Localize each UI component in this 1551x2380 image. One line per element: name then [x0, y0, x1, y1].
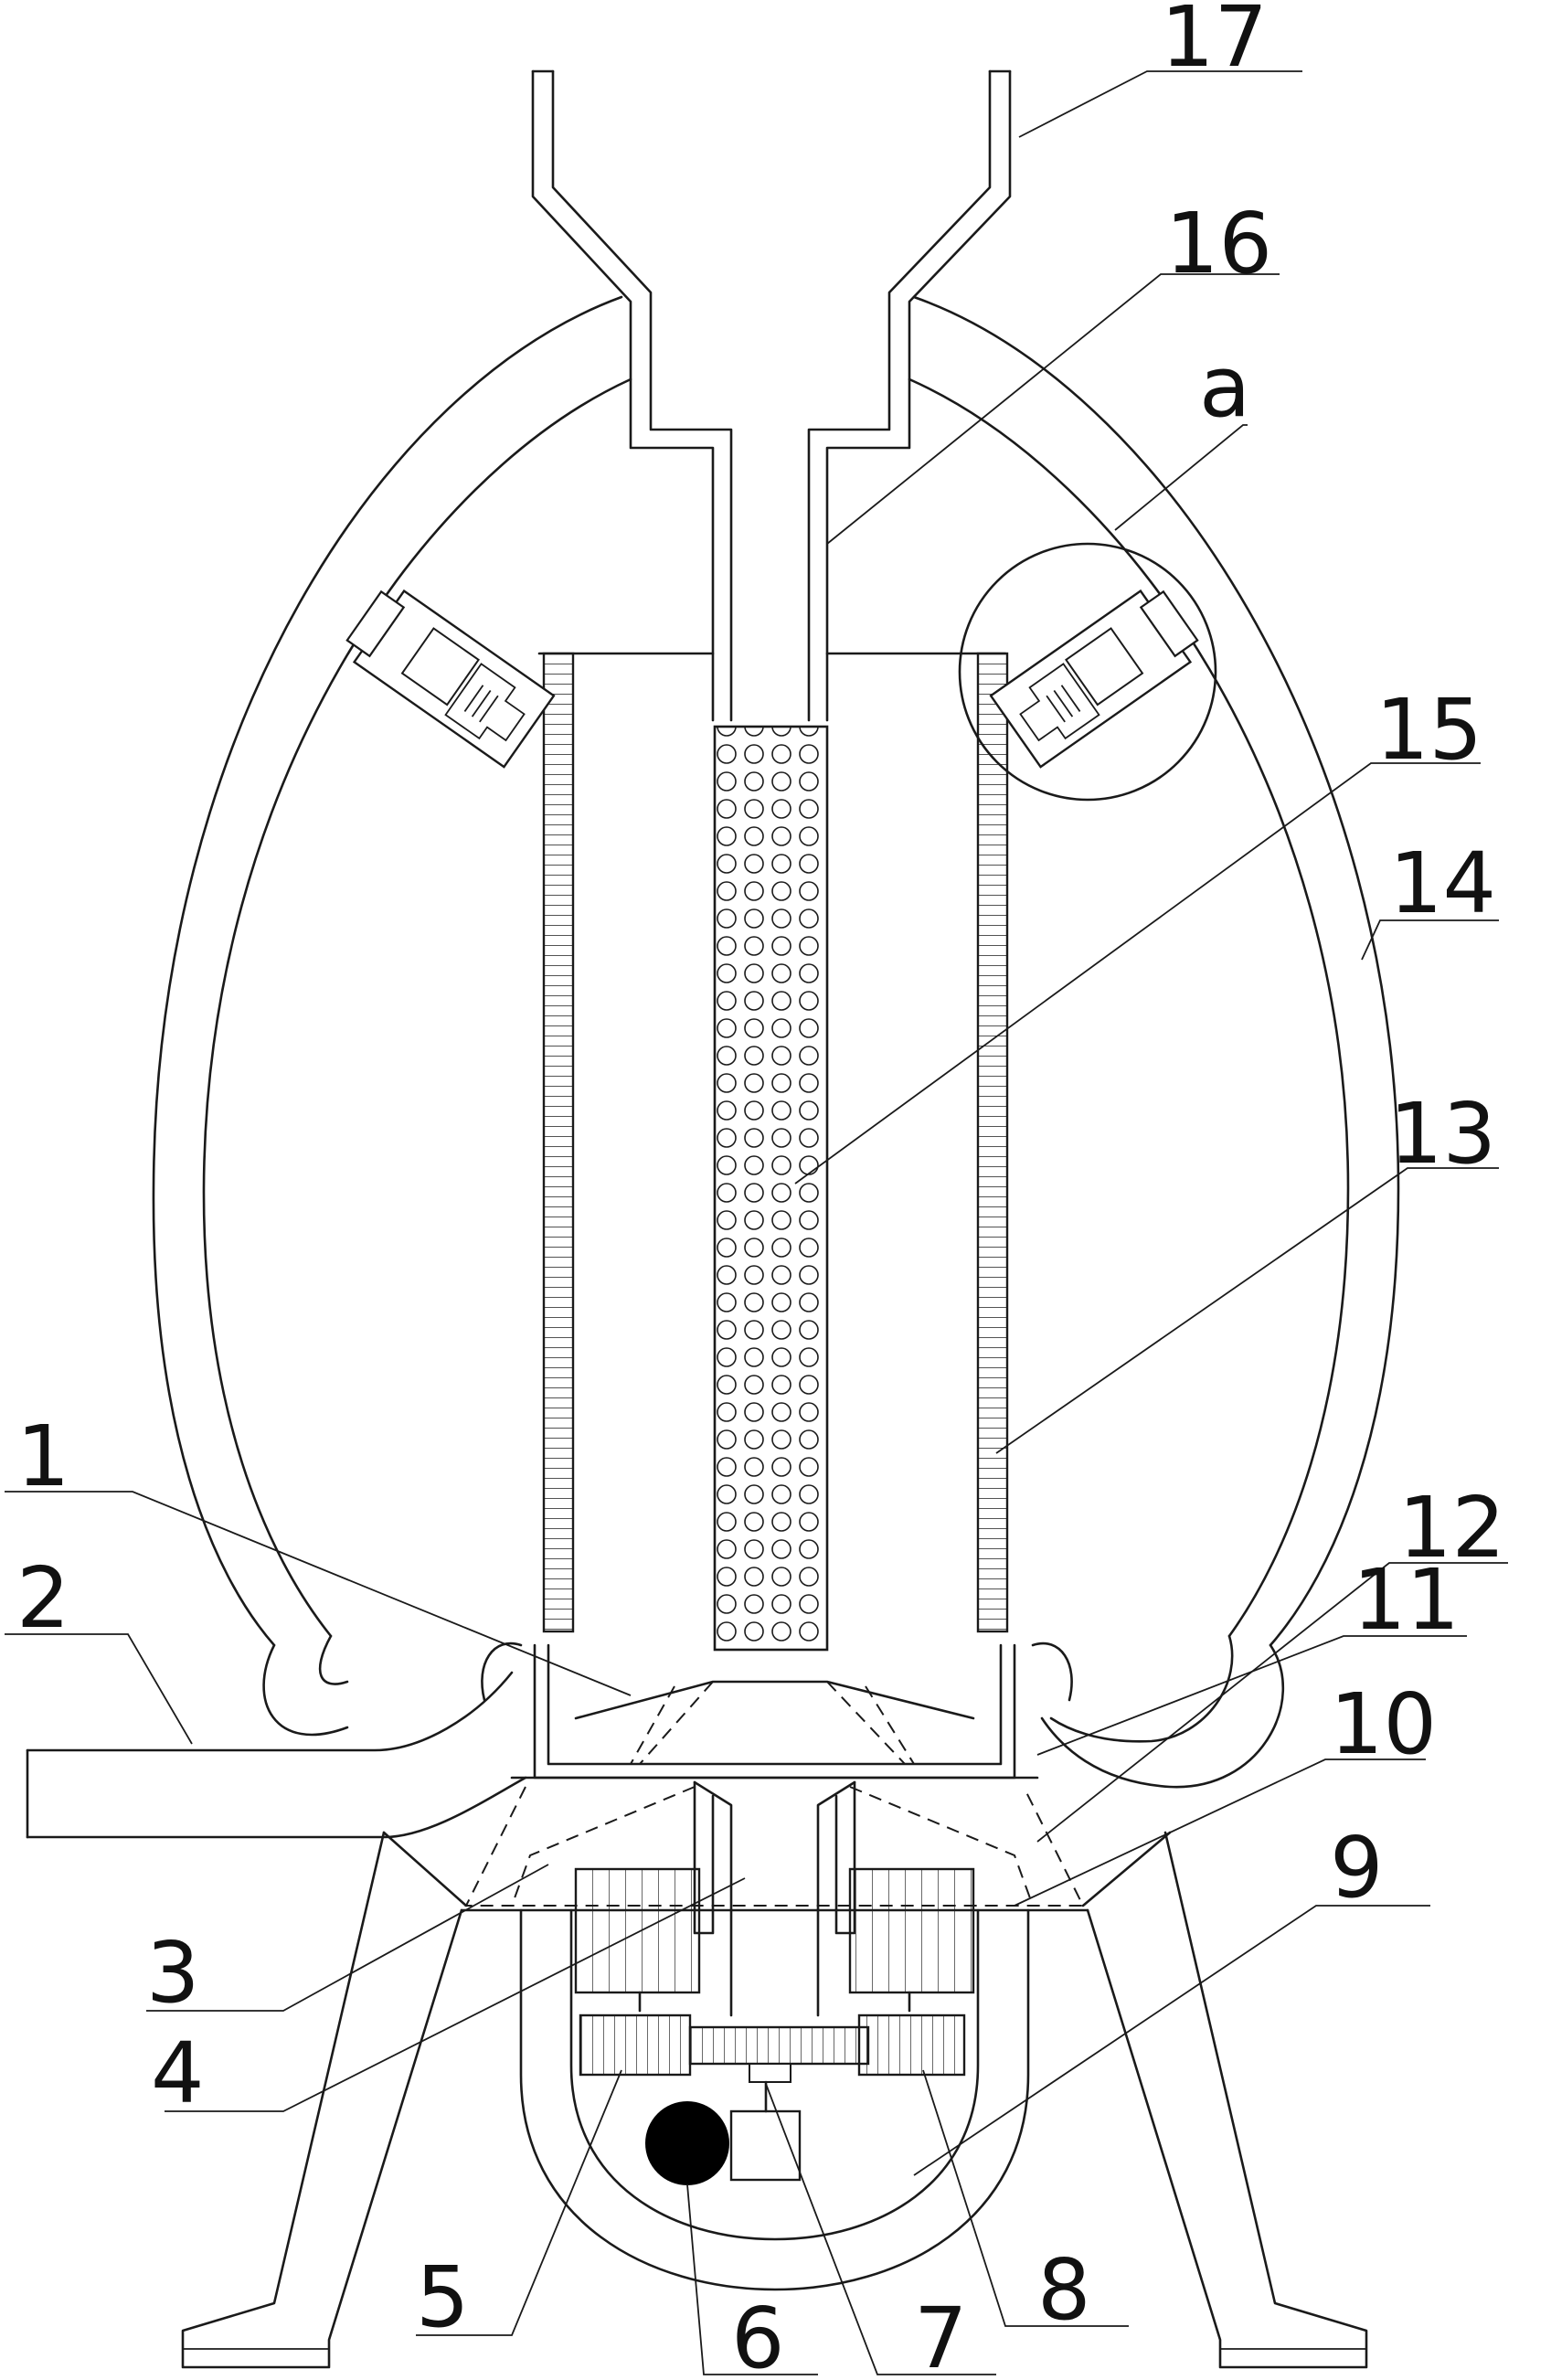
gear-train — [579, 2013, 966, 2185]
label-2: 2 — [16, 1549, 70, 1647]
perforated-tube — [713, 725, 829, 1652]
label-9: 9 — [1330, 1819, 1384, 1917]
ribbed-drum — [542, 652, 1009, 1633]
label-a: a — [1199, 338, 1250, 436]
label-13: 13 — [1389, 1085, 1496, 1183]
central-shaft — [693, 1780, 856, 2017]
label-16: 16 — [1165, 195, 1272, 292]
label-1: 1 — [16, 1408, 70, 1505]
motor-dot — [645, 2101, 729, 2185]
label-5: 5 — [416, 2248, 470, 2346]
label-4: 4 — [151, 2024, 205, 2122]
detail-circle-a — [958, 542, 1217, 802]
callout-labels: 17 16 a 15 14 13 12 11 10 9 1 2 3 4 5 6 … — [16, 0, 1505, 2380]
label-8: 8 — [1037, 2241, 1091, 2339]
label-17: 17 — [1161, 0, 1268, 86]
left-nozzle — [345, 589, 556, 769]
label-7: 7 — [914, 2290, 968, 2375]
drum-base — [382, 1643, 1172, 1912]
label-14: 14 — [1389, 834, 1496, 932]
collector-bulges — [262, 1634, 1285, 1789]
right-nozzle — [989, 589, 1199, 769]
label-3: 3 — [146, 1924, 200, 2022]
outlet-pipe — [26, 1671, 527, 1839]
rollers — [574, 1867, 975, 2013]
inlet-funnel — [531, 69, 1012, 722]
label-12: 12 — [1398, 1479, 1505, 1577]
label-10: 10 — [1330, 1675, 1437, 1773]
motor-housing — [519, 1908, 1030, 2291]
label-6: 6 — [731, 2290, 785, 2375]
label-15: 15 — [1376, 681, 1482, 779]
leader-lines — [5, 70, 1508, 2375]
label-11: 11 — [1353, 1551, 1460, 1649]
support-legs — [181, 1831, 1368, 2369]
